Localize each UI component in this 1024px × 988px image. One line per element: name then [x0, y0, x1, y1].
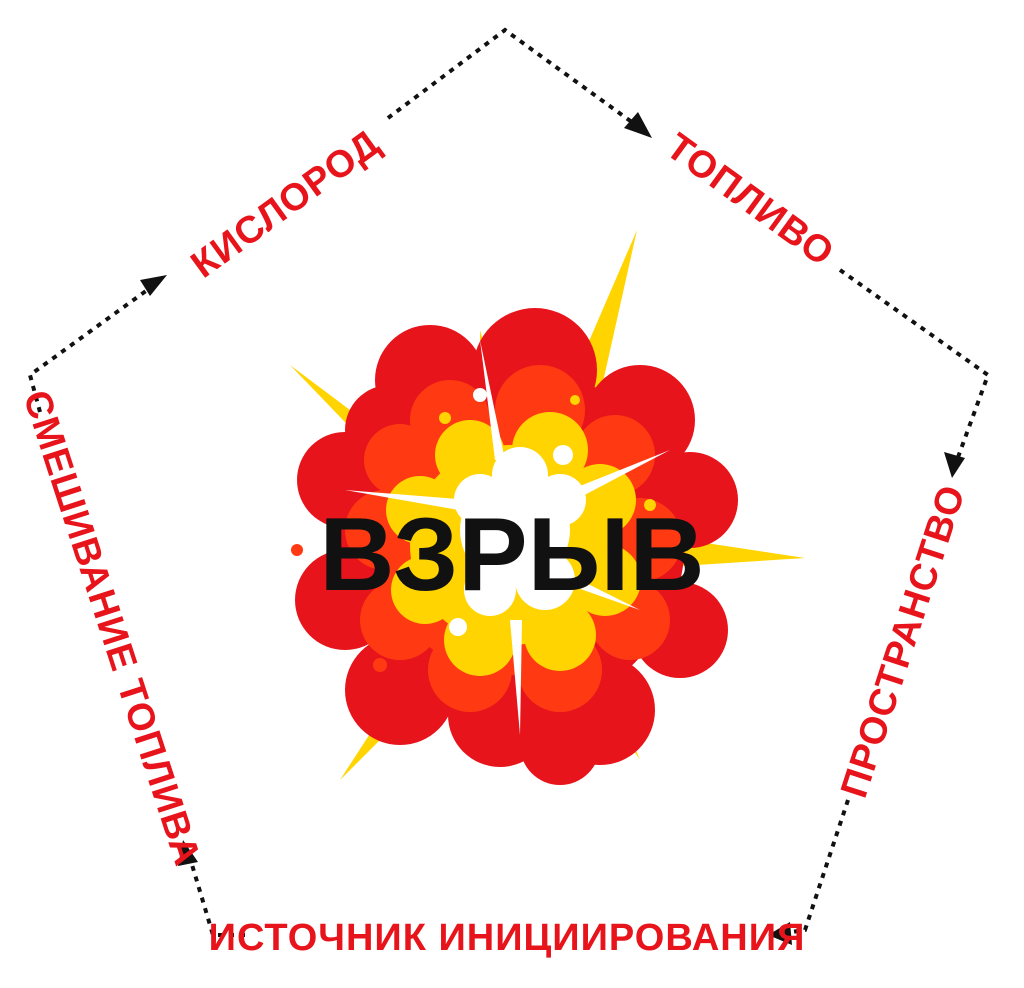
arrow-fuel-to-space — [838, 268, 991, 478]
arrow-oxygen-to-fuel — [386, 27, 652, 138]
node-label-oxygen: КИСЛОРОД — [184, 122, 388, 287]
node-label-mixing: СМЕШИВАНИЕ ТОПЛИВА — [15, 385, 209, 871]
node-label-ignition: ИСТОЧНИК ИНИЦИИРОВАНИЯ — [209, 917, 806, 959]
cycle-arrows — [27, 27, 991, 945]
arrow-space-to-ignition — [768, 799, 850, 945]
node-label-space: ПРОСТРАНСТВО — [833, 480, 974, 803]
arrow-mixing-to-oxygen — [27, 275, 167, 413]
arrow-ignition-to-mixing — [178, 840, 245, 937]
node-label-fuel: ТОПЛИВО — [658, 126, 841, 275]
explosion-icon — [290, 230, 805, 785]
center-label: ВЗРЫВ — [319, 497, 704, 613]
